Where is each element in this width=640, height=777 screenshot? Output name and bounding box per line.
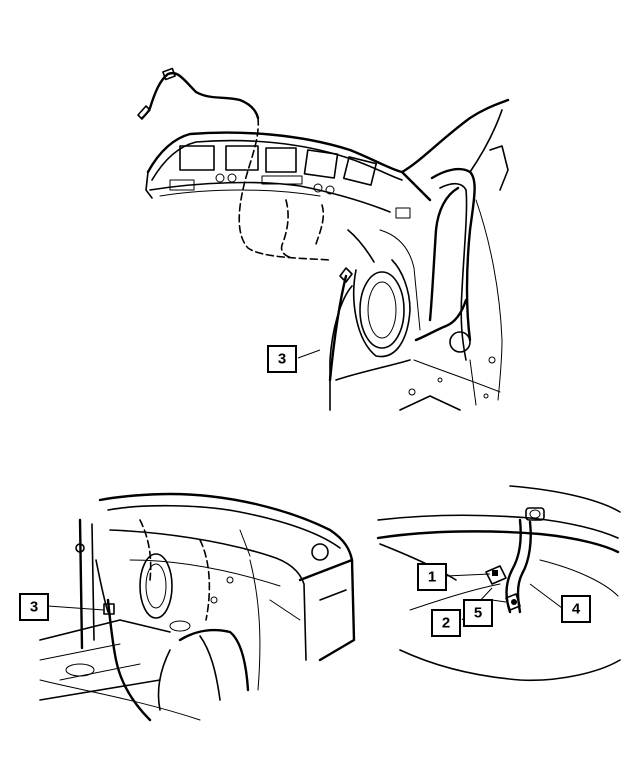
bottom-right-view-detail bbox=[376, 485, 621, 682]
callout-2: 2 bbox=[431, 587, 493, 637]
callout-5: 5 bbox=[463, 599, 507, 627]
callout-1: 1 bbox=[417, 563, 491, 591]
bottom-left-view-floor bbox=[39, 492, 356, 722]
callout-label: 4 bbox=[572, 601, 581, 618]
top-view-dashboard bbox=[137, 67, 510, 411]
callout-label: 2 bbox=[442, 615, 450, 632]
callout-3-top: 3 bbox=[267, 345, 321, 373]
callout-label: 1 bbox=[428, 569, 436, 586]
callout-label: 5 bbox=[474, 605, 482, 622]
callout-label: 3 bbox=[278, 351, 286, 368]
callout-4: 4 bbox=[529, 583, 591, 623]
callout-3-bottom-left: 3 bbox=[19, 593, 105, 621]
callout-label: 3 bbox=[30, 599, 38, 616]
